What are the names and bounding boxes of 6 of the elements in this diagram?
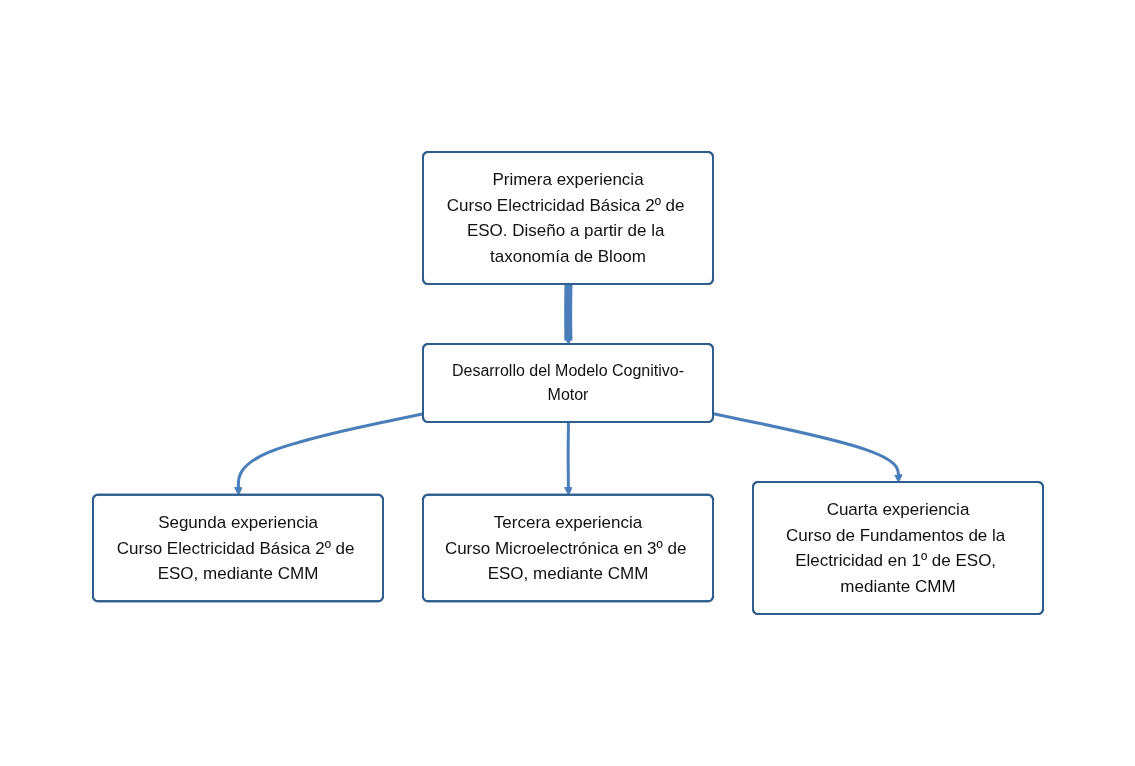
node-text: Desarrollo del Modelo Cognitivo-Motor — [451, 362, 684, 403]
node-text: Cuarta experiencia Curso de Fundamentos de la Electricidad en 1º de ESO, mediante CMM — [785, 500, 1005, 596]
arrow — [563, 422, 573, 496]
arrow — [563, 284, 573, 345]
node-text: Primera experiencia Curso Electricidad Básica 2º de ESO. Diseño a partir de la taxonomía de Bloom — [446, 170, 684, 266]
arrow — [712, 412, 903, 483]
